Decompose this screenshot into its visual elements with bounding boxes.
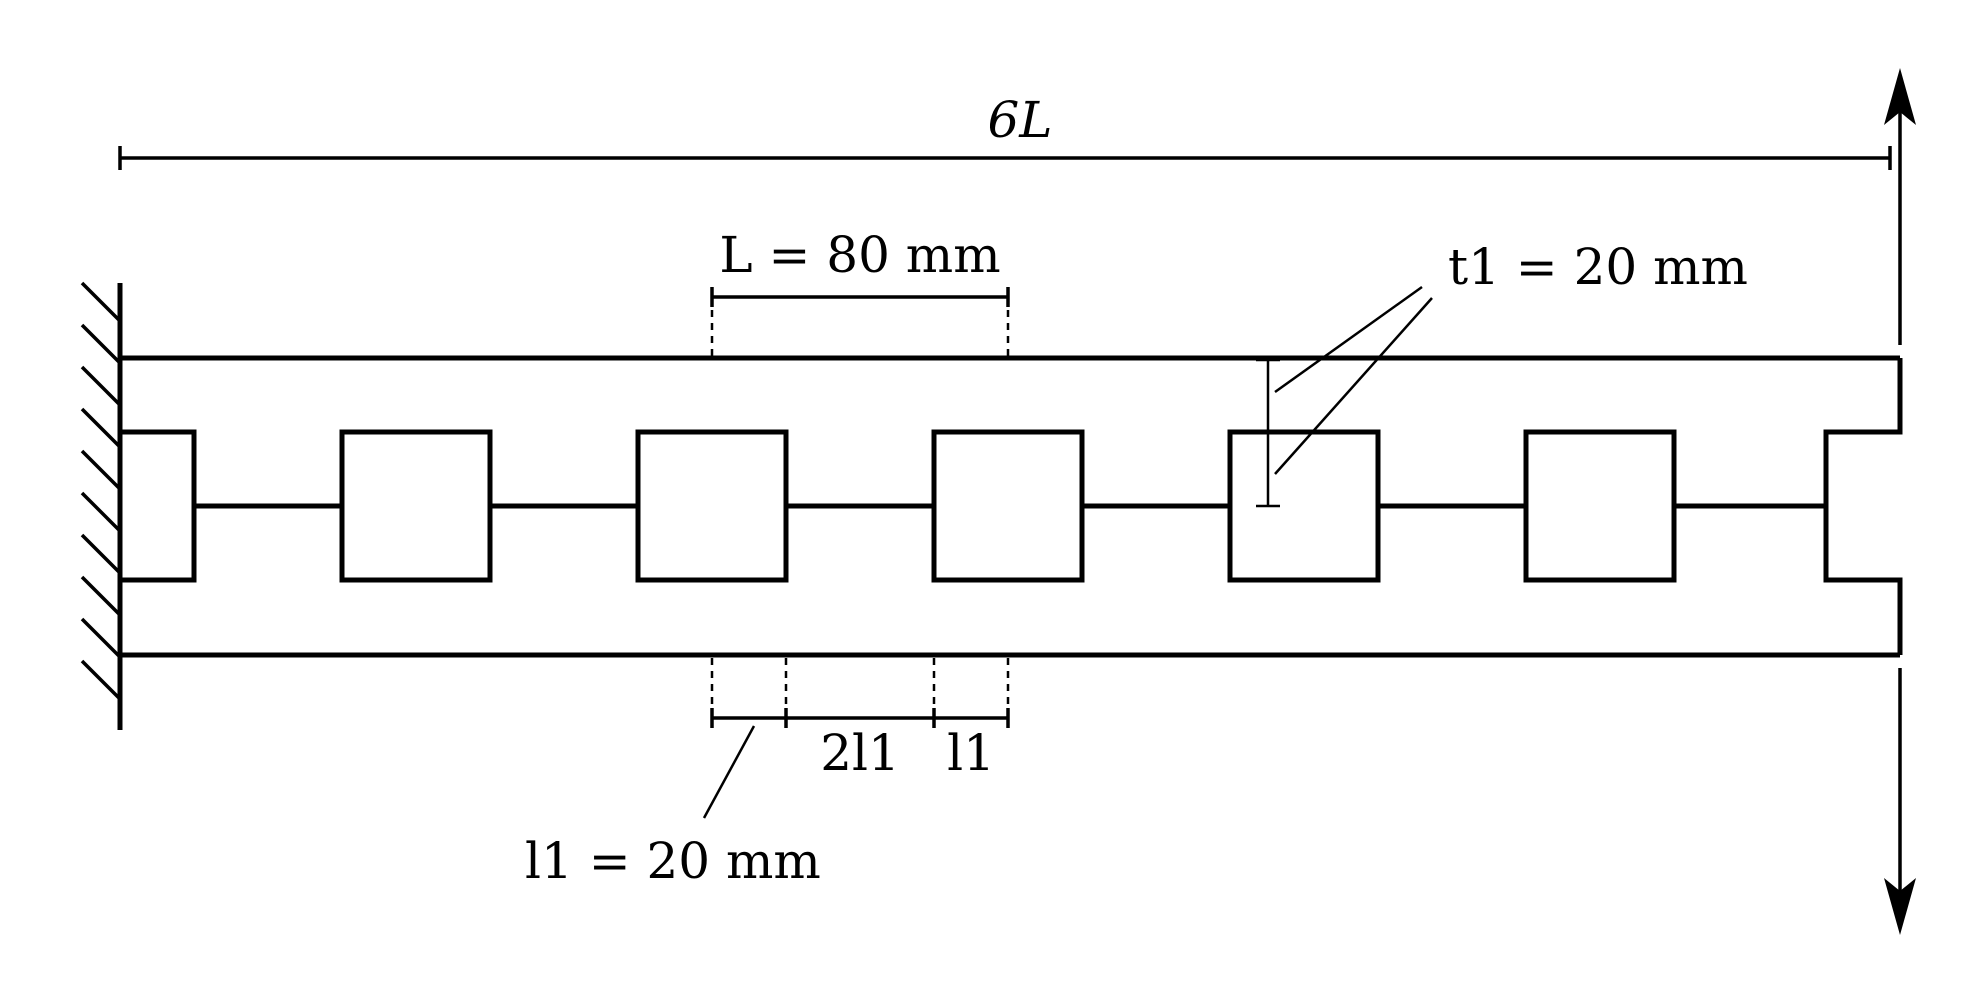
overall-length-dimension: 6L	[118, 91, 1892, 170]
cell-length-label: L = 80 mm	[719, 226, 1000, 284]
cell-4	[1227, 429, 1381, 583]
beam-outline	[120, 355, 1903, 658]
wall-hatching	[80, 281, 122, 701]
cell-2	[635, 429, 789, 583]
ligament-length-label: l1 = 20 mm	[525, 832, 821, 890]
dim-l1-label: l1	[947, 724, 995, 782]
arrow-down-head	[1884, 878, 1916, 935]
half-cell-left	[120, 429, 197, 583]
cell-3	[931, 429, 1085, 583]
dim-2l1-label: 2l1	[820, 724, 900, 782]
arrow-up-head	[1884, 68, 1916, 125]
thickness-dimension: t1 = 20 mm	[1256, 238, 1748, 508]
cell-length-dimension: L = 80 mm	[710, 226, 1010, 356]
ligament-dimensions: 2l1 l1 l1 = 20 mm	[525, 658, 1010, 890]
thickness-label: t1 = 20 mm	[1448, 238, 1748, 296]
overall-length-label: 6L	[987, 91, 1052, 149]
cell-1	[339, 429, 493, 583]
fixed-wall-support	[80, 281, 123, 730]
lattice-cells	[120, 429, 1826, 583]
cell-5	[1523, 429, 1677, 583]
load-arrow	[1884, 68, 1916, 935]
